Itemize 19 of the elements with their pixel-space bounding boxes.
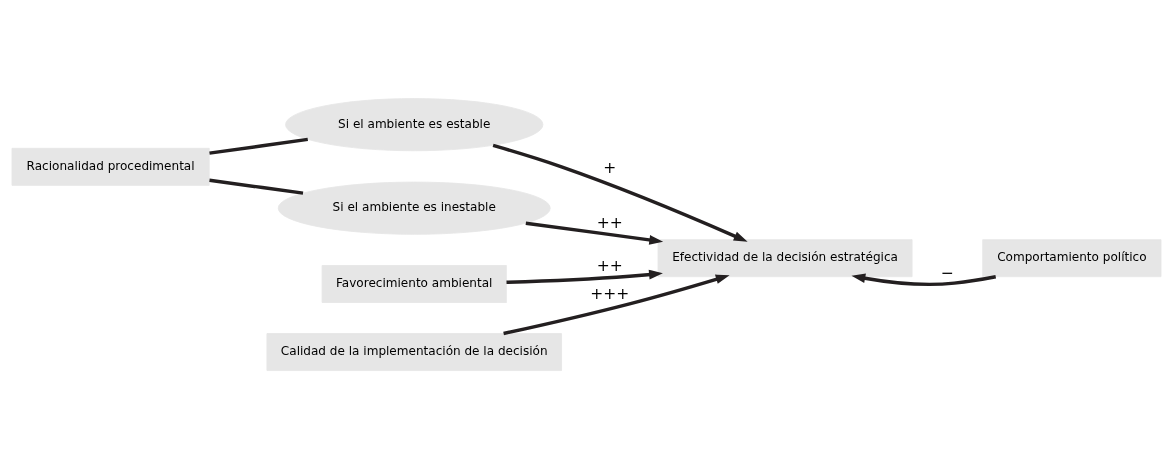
arrow [503,274,730,335]
arrow [525,220,664,245]
connector [209,137,309,155]
node-box: Efectividad de la decisión estratégica [657,238,913,277]
connector [209,178,304,195]
arrow [492,143,748,242]
node-box: Calidad de la implementación de la decisión [266,332,562,371]
node-box: Favorecimiento ambiental [321,264,507,303]
edge-label: ++ [596,213,623,232]
node-ellipse: Si el ambiente es inestable [277,181,551,235]
edge-label: ++ [596,256,623,275]
node-box: Racionalidad procedimental [11,147,210,186]
edge-label: + [603,158,617,177]
edge-label: − [940,263,954,282]
arrow [851,273,997,286]
edge-label: +++ [590,284,630,303]
arrow [506,269,663,284]
node-ellipse: Si el ambiente es estable [285,97,544,151]
node-box: Comportamiento político [982,238,1162,277]
